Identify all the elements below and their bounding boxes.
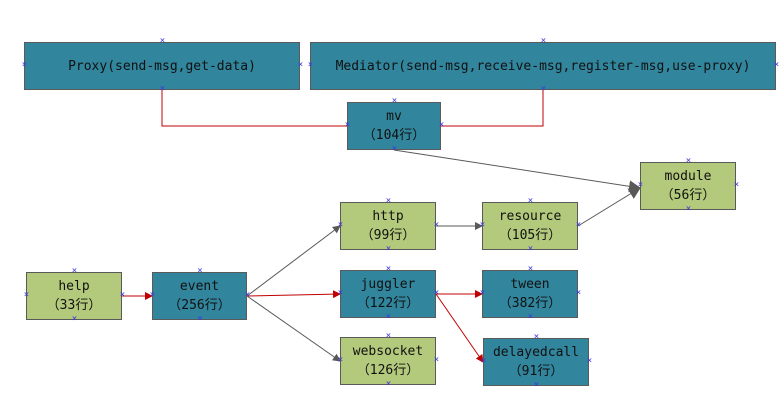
mediator-label: Mediator(send-msg,receive-msg,register-m…: [335, 58, 751, 74]
websocket-name: websocket: [352, 344, 424, 359]
proxy-node[interactable]: Proxy(send-msg,get-data): [24, 42, 300, 90]
help-node[interactable]: help （33行）: [26, 272, 122, 320]
module-node[interactable]: module （56行）: [640, 162, 736, 210]
proxy-label: Proxy(send-msg,get-data): [68, 58, 256, 74]
tween-lines: （382行）: [498, 296, 562, 311]
resource-name: resource: [498, 209, 562, 224]
juggler-node[interactable]: juggler （122行）: [340, 270, 436, 318]
resource-lines: （105行）: [498, 228, 562, 243]
mv-name: mv: [386, 109, 402, 124]
juggler-lines: （122行）: [356, 296, 420, 311]
arrow-event-http: [246, 225, 341, 297]
mediator-node[interactable]: Mediator(send-msg,receive-msg,register-m…: [310, 42, 776, 90]
module-name: module: [664, 169, 712, 184]
help-name: help: [58, 279, 90, 294]
event-name: event: [179, 279, 220, 294]
mv-node[interactable]: mv （104行）: [347, 102, 441, 150]
websocket-lines: （126行）: [356, 363, 420, 378]
arrow-juggler-delayedcall: [435, 293, 484, 363]
connector-proxy-mv: [161, 90, 347, 127]
delayedcall-lines: （91行）: [508, 364, 564, 379]
mv-lines: （104行）: [362, 128, 426, 143]
delayedcall-name: delayedcall: [492, 345, 580, 360]
websocket-node[interactable]: websocket （126行）: [340, 337, 436, 385]
juggler-name: juggler: [360, 277, 416, 292]
event-node[interactable]: event （256行）: [152, 272, 247, 320]
resource-node[interactable]: resource （105行）: [482, 202, 578, 250]
tween-name: tween: [510, 277, 550, 292]
http-lines: （99行）: [360, 228, 416, 243]
arrow-event-juggler: [246, 290, 341, 299]
arrow-mv-module: [393, 149, 641, 193]
event-lines: （256行）: [168, 298, 231, 313]
tween-node[interactable]: tween （382行）: [482, 270, 578, 318]
module-lines: （56行）: [660, 188, 716, 203]
arrow-event-websocket: [246, 295, 341, 362]
arrow-resource-module: [577, 187, 641, 227]
help-lines: （33行）: [46, 298, 102, 313]
http-name: http: [372, 209, 404, 224]
delayedcall-node[interactable]: delayedcall （91行）: [483, 338, 589, 386]
http-node[interactable]: http （99行）: [340, 202, 436, 250]
connector-mediator-mv: [441, 90, 544, 127]
